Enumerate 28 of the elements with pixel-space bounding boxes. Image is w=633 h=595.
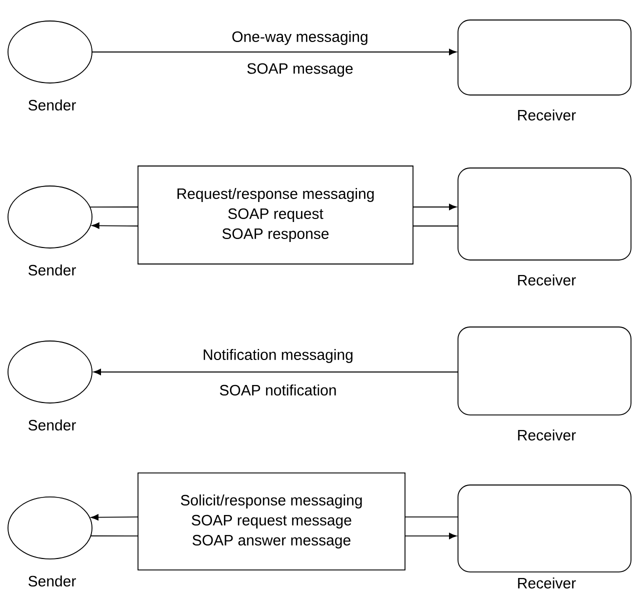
node-caption: Sender	[28, 419, 76, 430]
sender-ellipse	[8, 496, 92, 560]
node-caption: Receiver	[518, 109, 576, 120]
sender-ellipse	[8, 186, 92, 248]
receiver-box	[458, 20, 632, 96]
edge-label: SOAP notification	[220, 384, 336, 396]
receiver-box	[458, 484, 632, 572]
arrow	[92, 48, 457, 56]
node-caption: Receiver	[518, 274, 576, 286]
arrow	[412, 204, 457, 210]
receiver-box	[458, 168, 632, 260]
edge-label: SOAP message	[247, 63, 353, 77]
node-caption: Sender	[28, 99, 76, 110]
message-box: Request/response messaging SOAP request SOAP response	[138, 166, 414, 264]
node-caption: Receiver	[518, 577, 576, 588]
arrow	[404, 532, 457, 540]
node-caption: Receiver	[518, 429, 576, 440]
arrow	[93, 368, 458, 376]
arrow	[92, 222, 138, 229]
arrow	[90, 514, 138, 520]
node-caption: Sender	[28, 575, 76, 586]
row-title: One-way messaging	[232, 31, 368, 45]
node-caption: Sender	[28, 264, 76, 276]
row-title: Notification messaging	[204, 349, 352, 363]
sender-ellipse	[8, 340, 92, 404]
receiver-box	[458, 326, 632, 416]
message-box: Solicit/response messaging SOAP request message SOAP answer message	[138, 472, 406, 570]
sender-ellipse	[8, 20, 92, 84]
